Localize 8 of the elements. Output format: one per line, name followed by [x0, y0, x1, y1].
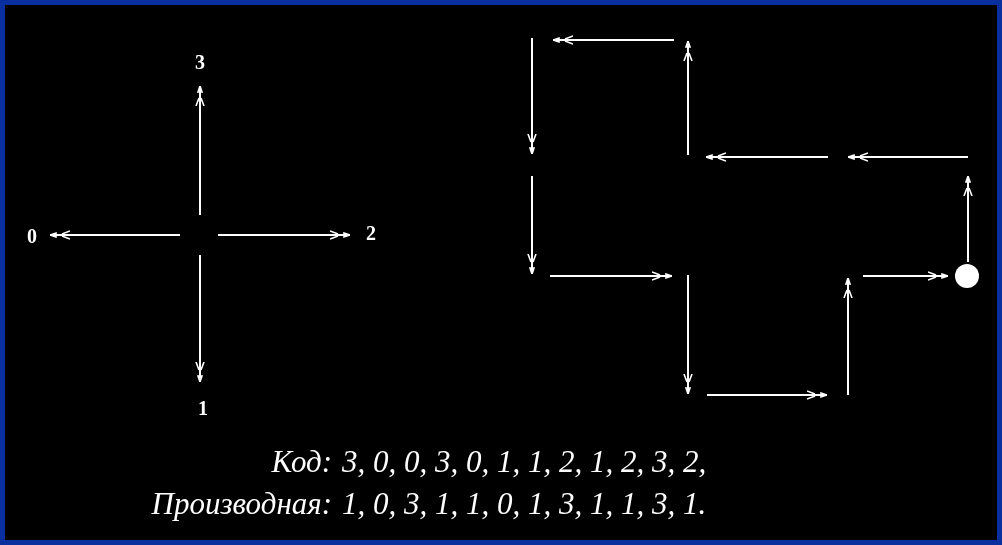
row-heading: Код: — [271, 446, 332, 477]
direction-number: 2 — [366, 223, 376, 243]
direction-number: 0 — [27, 226, 37, 246]
derivative-sequence: 1, 0, 3, 1, 1, 0, 1, 3, 1, 1, 3, 1. — [342, 488, 707, 519]
direction-number: 1 — [198, 398, 208, 418]
direction-number: 3 — [195, 52, 205, 72]
chain-code-sequence: 3, 0, 0, 3, 0, 1, 1, 2, 1, 2, 3, 2, — [342, 446, 707, 477]
row-heading: Производная: — [151, 488, 332, 519]
